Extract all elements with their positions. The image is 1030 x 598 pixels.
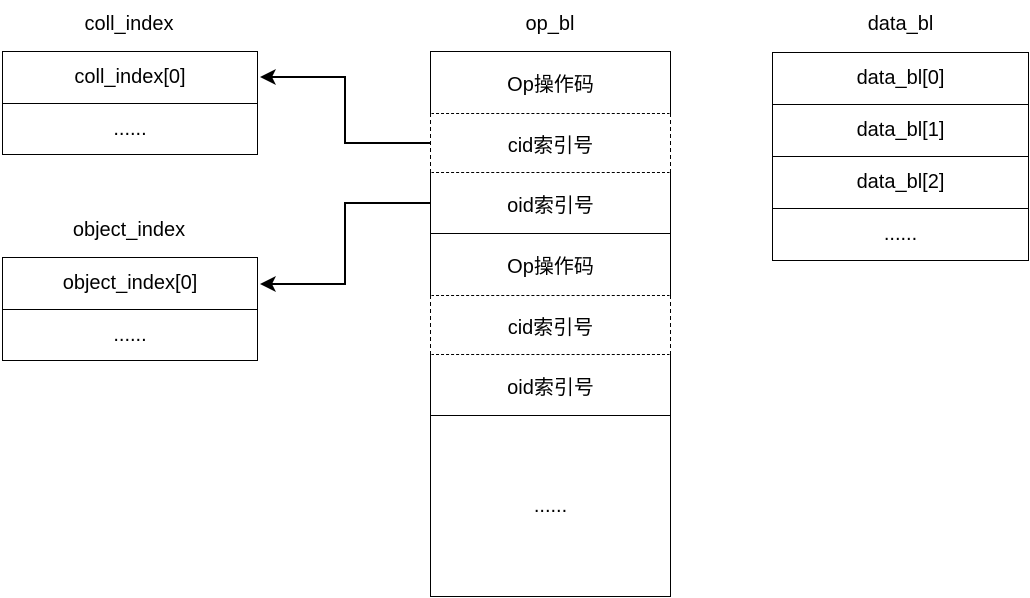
coll-index-row-0: coll_index[0] xyxy=(74,66,186,88)
op-bl-row-oid-2: oid索引号 xyxy=(431,354,670,415)
cid-to-coll-index-arrow xyxy=(260,69,430,144)
coll-index-title: coll_index xyxy=(84,13,174,35)
op-bl-row-oid-1: oid索引号 xyxy=(431,172,670,233)
op-bl-row-opcode-1: Op操作码 xyxy=(507,74,594,96)
coll-index-table: coll_index[0] ...... xyxy=(2,51,258,155)
op-bl-row-ellipsis: ...... xyxy=(431,415,670,596)
object-index-title: object_index xyxy=(72,219,186,241)
data-bl-table: data_bl[0] data_bl[1] data_bl[2] ...... xyxy=(772,52,1029,261)
op-bl-title: op_bl xyxy=(525,13,575,35)
object-index-table: object_index[0] ...... xyxy=(2,257,258,361)
op-bl-row-cid-2: cid索引号 xyxy=(431,295,670,354)
data-bl-row-2: data_bl[2] xyxy=(773,156,1028,208)
coll-index-row-ellipsis: ...... xyxy=(3,103,257,154)
data-bl-row-1: data_bl[1] xyxy=(773,104,1028,156)
object-index-row-ellipsis: ...... xyxy=(3,309,257,360)
object-index-row-0: object_index[0] xyxy=(62,272,198,294)
data-bl-row-0: data_bl[0] xyxy=(856,67,945,89)
op-bl-row-cid-1: cid索引号 xyxy=(431,113,670,172)
op-bl-table: Op操作码 cid索引号 oid索引号 Op操作码 cid索引号 oid索引号 … xyxy=(430,51,671,597)
oid-to-object-index-arrow xyxy=(260,202,430,292)
op-bl-row-opcode-2: Op操作码 xyxy=(431,233,670,295)
data-bl-title: data_bl xyxy=(867,13,934,35)
data-bl-row-ellipsis: ...... xyxy=(773,208,1028,260)
